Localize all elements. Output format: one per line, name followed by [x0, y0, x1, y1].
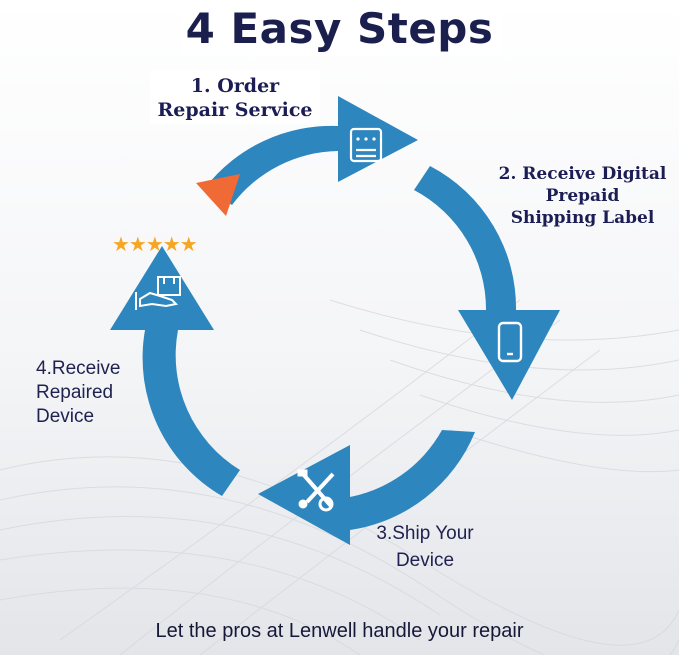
step4-label: 4.Receive Repaired Device [36, 357, 176, 429]
step2-label: 2. Receive Digital Prepaid Shipping Labe… [490, 163, 675, 229]
step3-line-1: 3.Ship Your [376, 523, 474, 544]
page-title: 4 Easy Steps [185, 4, 494, 53]
step4-line-3: Device [36, 406, 95, 427]
tools-icon [297, 469, 335, 512]
step4-line-2: Repaired [36, 382, 114, 403]
step1-backdrop [150, 70, 320, 124]
step1-line-2: Repair Service [157, 99, 313, 121]
step3-line-2: Device [395, 550, 455, 571]
step2-line-1: 2. Receive Digital [498, 164, 667, 184]
rating-stars: ★★★★★ [112, 232, 198, 256]
arrow-step3 [258, 430, 475, 545]
step1-line-1: 1. Order [190, 75, 280, 97]
step4-line-1: 4.Receive [36, 358, 121, 379]
title-backdrop [180, 6, 502, 56]
step2-line-3: Shipping Label [510, 208, 655, 228]
phone-icon [497, 321, 523, 363]
form-icon [349, 127, 383, 163]
delivered-box-icon [135, 276, 181, 310]
step1-label: 1. Order Repair Service [140, 74, 330, 122]
background-mesh [0, 299, 679, 655]
accent-triangle [196, 174, 240, 216]
step2-line-2: Prepaid [545, 186, 620, 206]
tagline: Let the pros at Lenwell handle your repa… [155, 620, 524, 642]
step3-label: 3.Ship Your Device [345, 520, 505, 574]
